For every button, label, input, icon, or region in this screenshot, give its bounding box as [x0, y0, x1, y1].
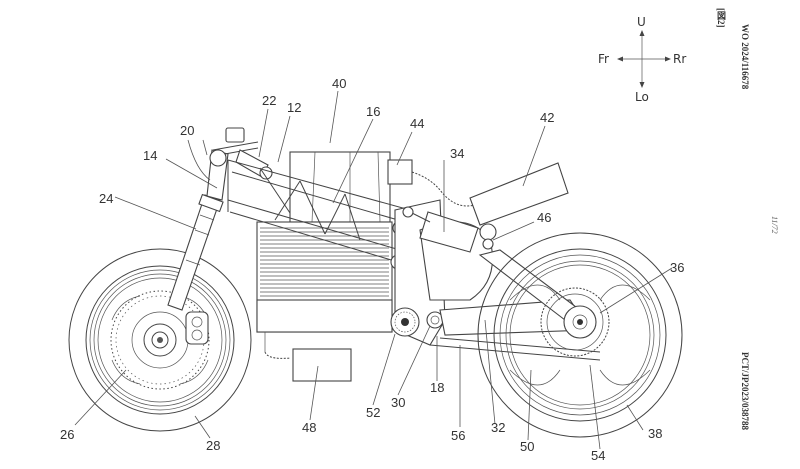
- ref-label-32: 32: [491, 420, 505, 435]
- ref-label-26: 26: [60, 427, 74, 442]
- ref-label-48: 48: [302, 420, 316, 435]
- ref-label-42: 42: [540, 110, 554, 125]
- ref-label-36: 36: [670, 260, 684, 275]
- direction-indicator: U Lo Fr Rr: [598, 15, 686, 104]
- ref-label-18: 18: [430, 380, 444, 395]
- arrow-up-icon: [639, 30, 645, 36]
- direction-up-label: U: [637, 15, 646, 29]
- ref-label-44: 44: [410, 116, 424, 131]
- ref-label-56: 56: [451, 428, 465, 443]
- swing-arm: [390, 199, 601, 361]
- page-number: 11/72: [770, 216, 779, 234]
- leader-lines: [74, 90, 673, 450]
- ref-label-38: 38: [648, 426, 662, 441]
- front-fork: [167, 127, 273, 311]
- ref-label-14: 14: [143, 148, 157, 163]
- ref-label-28: 28: [206, 438, 220, 453]
- ref-label-46: 46: [537, 210, 551, 225]
- ref-label-34: 34: [450, 146, 464, 161]
- ref-label-54: 54: [591, 448, 605, 463]
- arrow-rear-icon: [665, 56, 671, 62]
- ref-label-16: 16: [366, 104, 380, 119]
- front-wheel: [68, 248, 252, 432]
- arrow-down-icon: [639, 82, 645, 88]
- reference-numerals: 22 12 40 16 44 34 42 46 20 14 24 36 26 2…: [60, 76, 684, 463]
- ref-label-52: 52: [366, 405, 380, 420]
- figure-label: [図2]: [716, 8, 726, 28]
- rear-unit-42: [469, 162, 569, 226]
- ref-label-50: 50: [520, 439, 534, 454]
- arrow-front-icon: [617, 56, 623, 62]
- ref-label-12: 12: [287, 100, 301, 115]
- ref-label-40: 40: [332, 76, 346, 91]
- direction-down-label: Lo: [635, 90, 649, 104]
- rear-wheel: [477, 232, 683, 438]
- ref-label-20: 20: [180, 123, 194, 138]
- application-number: PCT/JP2023/038788: [740, 352, 750, 430]
- battery-box: [289, 151, 476, 223]
- lower-unit-48: [292, 348, 352, 382]
- ref-label-24: 24: [99, 191, 113, 206]
- direction-front-label: Fr: [598, 52, 609, 66]
- publication-number: WO 2024/116678: [740, 24, 750, 90]
- brake-reservoir: [225, 127, 245, 143]
- ref-label-22: 22: [262, 93, 276, 108]
- ref-label-30: 30: [391, 395, 405, 410]
- direction-rear-label: Rr: [673, 52, 686, 66]
- radiator: [256, 221, 393, 359]
